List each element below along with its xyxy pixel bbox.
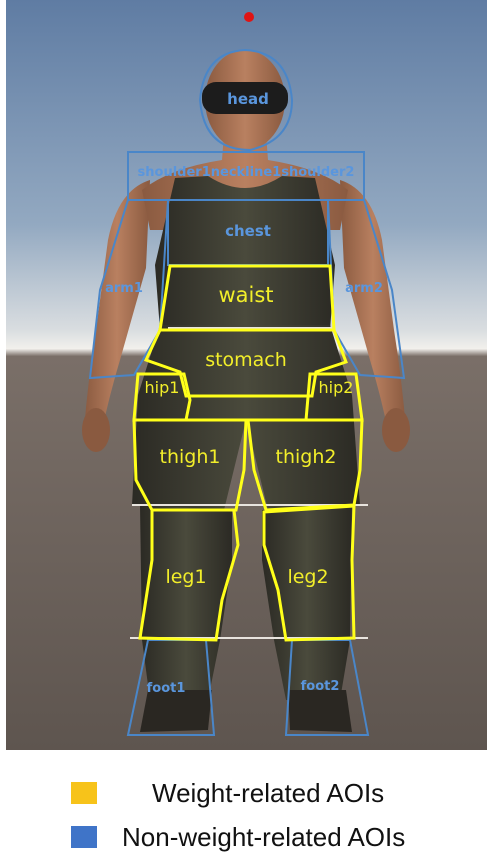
label-stomach: stomach bbox=[205, 349, 287, 371]
legend-label-nonweight: Non-weight-related AOIs bbox=[122, 822, 405, 852]
label-arm1: arm1 bbox=[105, 281, 143, 296]
label-thigh1: thigh1 bbox=[160, 446, 221, 468]
label-chest: chest bbox=[225, 222, 271, 240]
label-leg1: leg1 bbox=[165, 566, 206, 588]
legend-item-nonweight: Non-weight-related AOIs bbox=[0, 814, 493, 854]
legend-label-weight: Weight-related AOIs bbox=[152, 778, 384, 808]
label-arm2: arm2 bbox=[345, 281, 383, 296]
label-hip1: hip1 bbox=[145, 378, 180, 397]
label-foot2: foot2 bbox=[301, 679, 340, 694]
legend-swatch-nonweight bbox=[71, 826, 97, 848]
red-marker bbox=[244, 12, 254, 22]
label-shoulder-neckline: shoulder1neckline1shoulder2 bbox=[138, 165, 355, 180]
label-hip2: hip2 bbox=[319, 378, 354, 397]
label-head: head bbox=[227, 90, 269, 108]
legend: Weight-related AOIs Non-weight-related A… bbox=[0, 752, 493, 854]
left-hand bbox=[82, 408, 110, 452]
legend-item-weight: Weight-related AOIs bbox=[0, 774, 493, 814]
label-leg2: leg2 bbox=[287, 566, 328, 588]
label-waist: waist bbox=[218, 283, 273, 307]
label-foot1: foot1 bbox=[147, 681, 186, 696]
legend-swatch-weight bbox=[71, 782, 97, 804]
right-hand bbox=[382, 408, 410, 452]
avatar-aoi-figure: head shoulder1neckline1shoulder2 chest a… bbox=[0, 0, 493, 750]
left-boot bbox=[140, 690, 212, 732]
right-boot bbox=[288, 690, 352, 732]
label-thigh2: thigh2 bbox=[276, 446, 337, 468]
